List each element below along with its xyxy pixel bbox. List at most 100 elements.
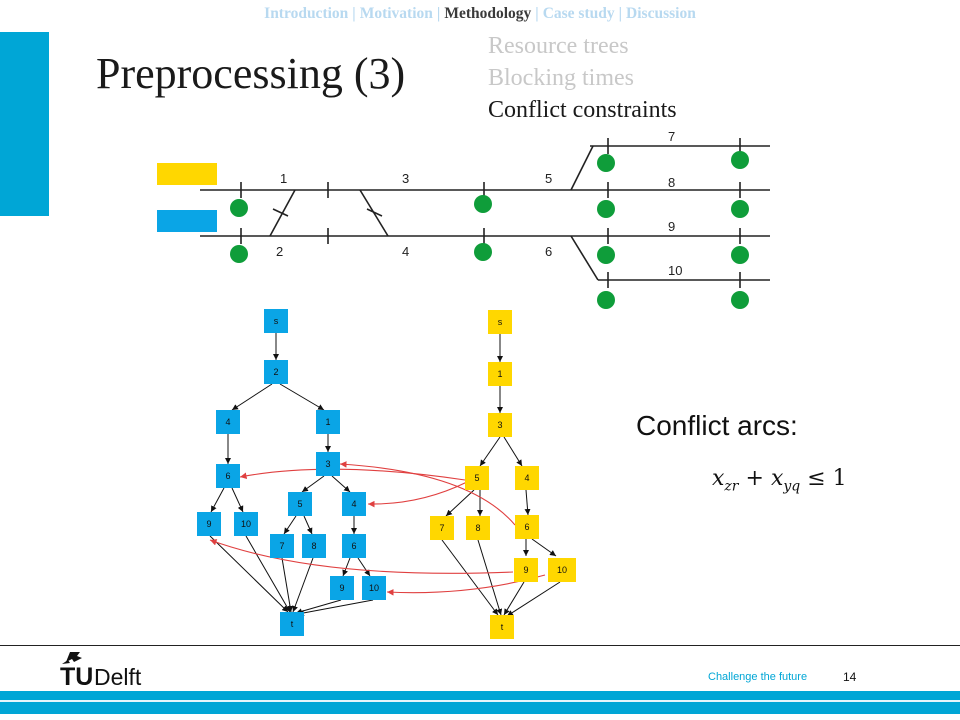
tree-node-label: 2 [273, 367, 278, 377]
tree-node-blue [216, 410, 240, 434]
footer-stripe [0, 700, 960, 702]
tree-node-label: 6 [225, 471, 230, 481]
logo-wordmark: TU [60, 663, 93, 690]
crossover-tick [272, 208, 289, 217]
section-label: 7 [668, 129, 675, 144]
tree-node-yellow [515, 515, 539, 539]
conflict-arcs-label: Conflict arcs: [636, 410, 798, 441]
tree-node-label: 7 [279, 541, 284, 551]
tree-edge [292, 557, 314, 613]
section-label: 9 [668, 219, 675, 234]
tree-node-blue [234, 512, 258, 536]
tree-edge [506, 581, 561, 617]
nav-item-case-study[interactable]: Case study [542, 5, 615, 22]
tree-node-blue [342, 492, 366, 516]
tree-node-label: 9 [523, 565, 528, 575]
flame-icon [62, 652, 82, 664]
tree-edge [297, 599, 374, 616]
tree-node-label: 6 [524, 522, 529, 532]
nav-item-methodology[interactable]: Methodology [444, 5, 532, 22]
signal-icon [597, 200, 615, 218]
tree-edge [503, 581, 525, 616]
tree-node-label: 3 [325, 459, 330, 469]
tree-edge [441, 539, 499, 616]
tree-node-label: 7 [439, 523, 444, 533]
section-label: 1 [280, 171, 287, 186]
formula-subscript: zr [724, 478, 739, 495]
nav-item-discussion[interactable]: Discussion [626, 5, 696, 22]
step-resource-trees: Resource trees [488, 33, 629, 59]
tree-edge [357, 557, 371, 577]
tree-node-yellow [488, 413, 512, 437]
tree-edge [231, 487, 244, 513]
tree-node-blue [197, 512, 221, 536]
footer-divider [0, 645, 960, 646]
tree-node-label: t [291, 619, 294, 629]
crossover-tick [366, 208, 383, 217]
tree-edge [477, 539, 503, 616]
tree-node-label: 6 [351, 541, 356, 551]
tree-node-yellow [515, 466, 539, 490]
conflict-constraint-formula: xzr + xyq ≤ 1 [712, 466, 847, 494]
tree-edge [209, 535, 289, 613]
signal-icon [474, 195, 492, 213]
conflict-arc [209, 539, 514, 574]
tree-node-blue [316, 410, 340, 434]
tree-node-label: 9 [339, 583, 344, 593]
tree-node-blue [264, 309, 288, 333]
signal-icon [597, 246, 615, 264]
tree-edge [303, 515, 313, 535]
tree-node-label: 1 [325, 417, 330, 427]
tree-node-label: 5 [297, 499, 302, 509]
tree-edge [210, 487, 225, 513]
tree-node-label: 4 [225, 417, 230, 427]
logo-wordmark-delft: Delft [94, 664, 142, 690]
page-number: 14 [843, 670, 857, 684]
tree-node-blue [330, 576, 354, 600]
tree-node-yellow [490, 615, 514, 639]
tree-node-blue [316, 452, 340, 476]
nav-item-motivation[interactable]: Motivation [359, 5, 433, 22]
tree-node-yellow [430, 516, 454, 540]
tree-node-yellow [465, 466, 489, 490]
tree-node-label: 10 [241, 519, 251, 529]
signal-icon [597, 291, 615, 309]
nav-separator: | [352, 5, 356, 22]
section-label: 5 [545, 171, 552, 186]
section-nav: Introduction|Motivation|Methodology|Case… [0, 5, 960, 23]
tree-node-label: 1 [497, 369, 502, 379]
slide-title: Preprocessing (3) [96, 49, 406, 98]
tree-node-label: 4 [524, 473, 529, 483]
tree-node-blue [302, 534, 326, 558]
tree-node-label: 4 [351, 499, 356, 509]
signal-icon [731, 291, 749, 309]
section-label: 3 [402, 171, 409, 186]
nav-item-introduction[interactable]: Introduction [264, 5, 349, 22]
tree-node-label: 9 [206, 519, 211, 529]
blue-train-marker [157, 210, 217, 232]
conflict-arc [239, 468, 466, 481]
tree-node-label: 3 [497, 420, 502, 430]
tree-node-yellow [488, 362, 512, 386]
formula-variable: x [712, 466, 725, 491]
formula-operator: + [745, 466, 764, 491]
tree-edge [283, 515, 297, 535]
tree-node-label: 10 [557, 565, 567, 575]
tree-edge [281, 557, 293, 613]
tree-edge [503, 436, 523, 467]
footer-tagline: Challenge the future [708, 671, 808, 683]
step-blocking-times: Blocking times [488, 65, 634, 91]
tree-edge [531, 538, 557, 557]
section-label: 6 [545, 244, 552, 259]
yellow-train-marker [157, 163, 217, 185]
tree-node-blue [362, 576, 386, 600]
tree-node-label: 8 [311, 541, 316, 551]
tree-edge [279, 383, 325, 411]
formula-subscript: yq [783, 478, 801, 495]
signal-icon [474, 243, 492, 261]
switch-6 [570, 235, 599, 281]
formula-rhs: 1 [832, 466, 847, 491]
tree-edge [445, 489, 475, 517]
